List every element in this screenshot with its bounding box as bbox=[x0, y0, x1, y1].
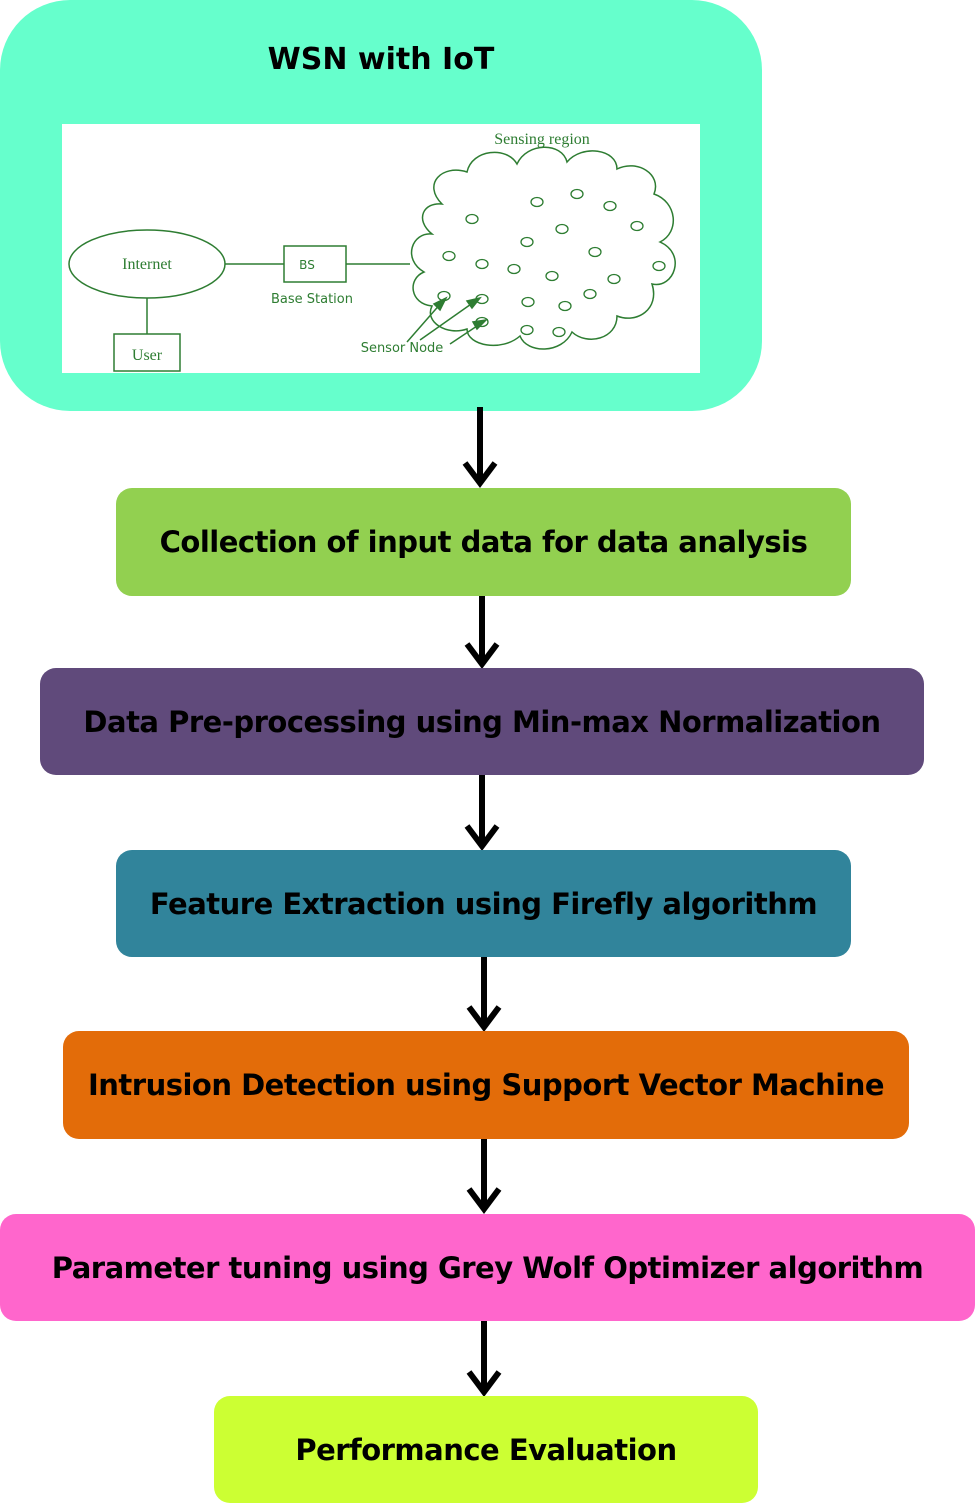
internet-label: Internet bbox=[122, 256, 172, 273]
sensor-node bbox=[607, 273, 621, 285]
sensing-region-label: Sensing region bbox=[494, 131, 590, 148]
wsn-iot-title: WSN with IoT bbox=[267, 42, 495, 77]
sensor-node bbox=[583, 288, 597, 300]
user-label: User bbox=[132, 347, 163, 364]
sensor-node bbox=[475, 258, 489, 270]
bs-label: BS bbox=[299, 258, 315, 272]
step-label: Feature Extraction using Firefly algorit… bbox=[149, 886, 818, 921]
sensor-node bbox=[570, 188, 584, 200]
step-label: Performance Evaluation bbox=[295, 1432, 677, 1467]
step-label: Parameter tuning using Grey Wolf Optimiz… bbox=[51, 1250, 924, 1285]
base-station-label: Base Station bbox=[271, 292, 353, 307]
sensor-node bbox=[520, 236, 534, 248]
down-arrow-icon bbox=[464, 594, 500, 669]
sensor-node bbox=[603, 200, 617, 212]
step-preprocessing: Data Pre-processing using Min-max Normal… bbox=[40, 668, 924, 775]
down-arrow-icon bbox=[466, 1137, 502, 1214]
sensor-node bbox=[520, 324, 534, 336]
step-data-collection: Collection of input data for data analys… bbox=[116, 488, 851, 596]
sensor-node bbox=[630, 220, 644, 232]
sensor-node bbox=[545, 270, 559, 282]
sensor-node bbox=[552, 326, 566, 338]
step-feature-extraction: Feature Extraction using Firefly algorit… bbox=[116, 850, 851, 957]
wsn-iot-block: WSN with IoT bbox=[0, 0, 762, 411]
sensor-node bbox=[530, 196, 544, 208]
sensor-node-pointers bbox=[406, 296, 489, 345]
step-label: Data Pre-processing using Min-max Normal… bbox=[83, 704, 881, 739]
step-performance-evaluation: Performance Evaluation bbox=[214, 1396, 758, 1503]
sensor-node bbox=[521, 296, 535, 308]
down-arrow-icon bbox=[466, 955, 502, 1032]
sensor-node-label: Sensor Node bbox=[361, 341, 444, 356]
sensor-node bbox=[558, 300, 572, 312]
down-arrow-icon bbox=[462, 407, 498, 488]
sensor-nodes bbox=[437, 188, 666, 338]
network-diagram: Sensing region Internet BS Base Station … bbox=[68, 131, 676, 372]
down-arrow-icon bbox=[466, 1318, 502, 1397]
sensor-node bbox=[507, 263, 521, 275]
step-label: Intrusion Detection using Support Vector… bbox=[87, 1068, 885, 1102]
sensor-node bbox=[588, 246, 602, 258]
bs-node bbox=[283, 245, 347, 283]
sensor-node bbox=[465, 213, 479, 225]
sensor-node bbox=[555, 223, 569, 235]
sensor-node bbox=[442, 250, 456, 262]
step-intrusion-detection: Intrusion Detection using Support Vector… bbox=[63, 1031, 909, 1139]
step-parameter-tuning: Parameter tuning using Grey Wolf Optimiz… bbox=[0, 1214, 975, 1321]
network-figure: Sensing region Internet BS Base Station … bbox=[62, 124, 700, 373]
down-arrow-icon bbox=[464, 774, 500, 851]
user-node bbox=[113, 333, 181, 372]
sensor-node bbox=[652, 260, 666, 272]
step-label: Collection of input data for data analys… bbox=[159, 525, 808, 559]
